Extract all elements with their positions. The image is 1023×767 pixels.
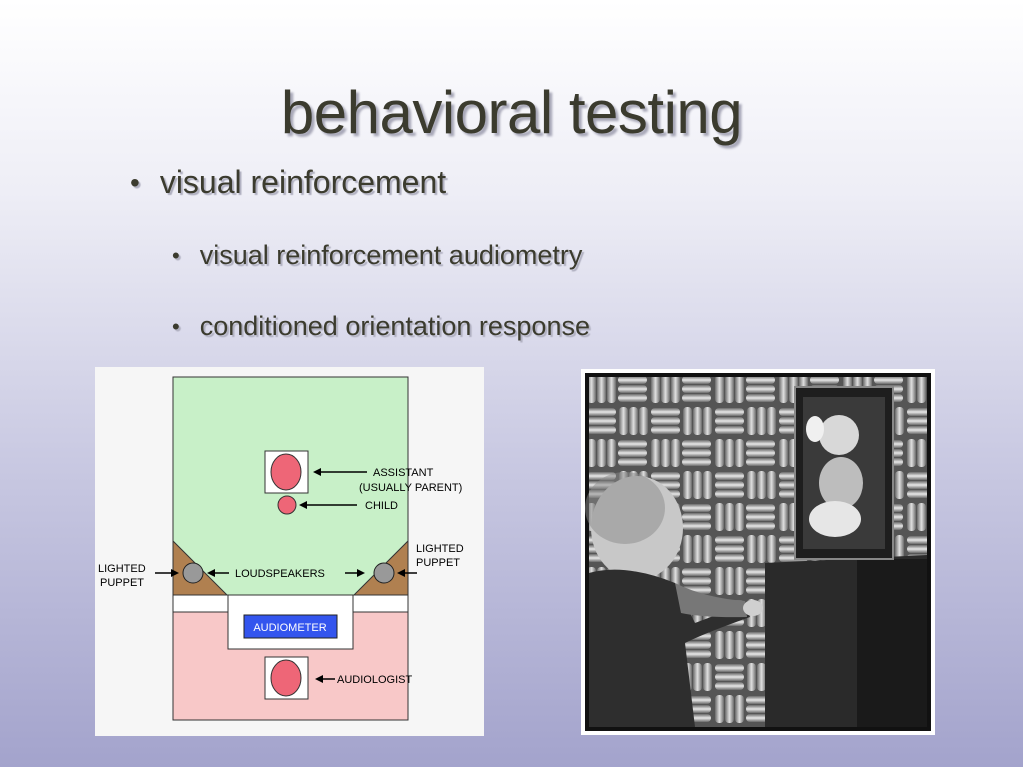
child-figure <box>277 495 297 515</box>
bullet-dot: • <box>172 242 180 268</box>
lighted-puppet-right-line1: LIGHTED <box>416 543 464 555</box>
loudspeaker-right <box>373 562 395 584</box>
bullet-dot: • <box>130 166 140 198</box>
photo-svg <box>585 373 931 731</box>
bullet-level2: • visual reinforcement audiometry <box>172 240 582 271</box>
loudspeakers-label: LOUDSPEAKERS <box>235 568 325 580</box>
baby-hair <box>585 472 665 544</box>
bullet-dot: • <box>172 313 180 339</box>
loudspeaker-left <box>182 562 204 584</box>
audiometer-box <box>243 614 338 639</box>
lighted-puppet-right-line2: PUPPET <box>416 557 460 569</box>
arrow-head <box>397 569 405 577</box>
audiologist-figure <box>270 659 302 697</box>
arrow-head <box>357 569 365 577</box>
vra-room-diagram: AUDIOMETER ASSISTANT (USUALLY PARENT) CH… <box>95 367 484 736</box>
baby-body <box>589 569 750 727</box>
vra-photo <box>581 369 935 735</box>
assistant-figure <box>270 453 302 491</box>
audiologist-label: AUDIOLOGIST <box>337 674 412 686</box>
baby-arm <box>675 583 747 618</box>
baby-hand <box>743 600 763 616</box>
audiometer-label: AUDIOMETER <box>253 622 326 634</box>
puppet-body <box>819 457 863 509</box>
arrow-head <box>313 468 321 476</box>
child-label: CHILD <box>365 500 398 512</box>
slide-title: behavioral testing <box>280 79 743 146</box>
arrow-head <box>207 569 215 577</box>
arrow-head <box>315 675 323 683</box>
bullet-text: visual reinforcement audiometry <box>199 240 583 270</box>
room-diagram-svg: AUDIOMETER ASSISTANT (USUALLY PARENT) CH… <box>98 376 464 721</box>
puppet-head <box>819 415 859 455</box>
assistant-note: (USUALLY PARENT) <box>359 482 462 494</box>
bullet-level1: • visual reinforcement <box>130 164 446 201</box>
puppet-drum <box>809 501 861 537</box>
pedestal-side <box>857 559 927 727</box>
bullet-text: visual reinforcement <box>159 164 447 200</box>
bullet-text: conditioned orientation response <box>199 311 590 341</box>
puppet-ear <box>806 416 824 442</box>
assistant-label: ASSISTANT <box>373 467 434 479</box>
arrow-head <box>299 501 307 509</box>
bullet-level2: • conditioned orientation response <box>172 311 590 342</box>
lighted-puppet-left-line2: PUPPET <box>100 577 144 589</box>
lighted-puppet-left-line1: LIGHTED <box>98 563 146 575</box>
arrow-head <box>171 569 179 577</box>
